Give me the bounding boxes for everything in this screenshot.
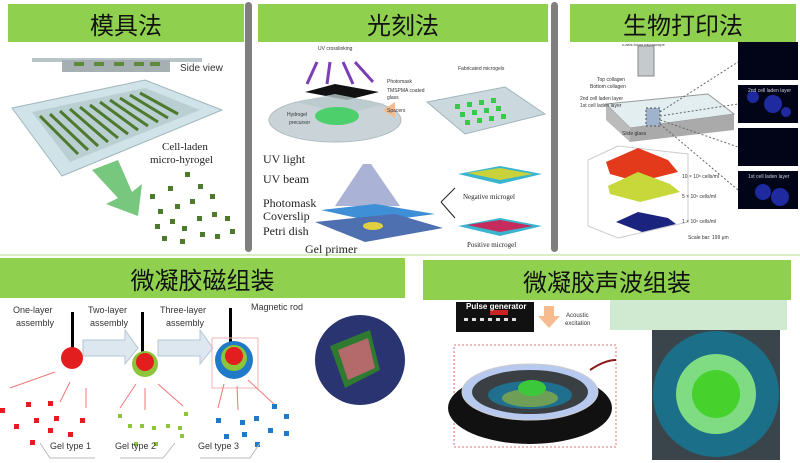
tmspma-label-1: TMSPMA coated (387, 88, 425, 94)
zaxis-label: z-axis focus microscope (622, 42, 665, 47)
two-layer-label-2: assembly (90, 318, 129, 328)
uv-crosslinking-label: UV crosslinking (318, 46, 353, 52)
layer1-label: 1st cell laden layer (580, 103, 622, 109)
photomask-small-label: Photomask (387, 79, 413, 85)
separator-1 (245, 2, 252, 252)
layer2-label: 2nd cell laden layer (580, 96, 624, 102)
top-collagen-label: Top collagen (597, 77, 626, 83)
caption-box (610, 300, 787, 330)
series-high-label: 10 × 10⁶ cells/ml (682, 174, 719, 180)
acoustic-label-2: excitation (565, 321, 591, 327)
mold-illustration (11, 58, 235, 244)
one-layer-label-1: One-layer (13, 305, 53, 315)
photo-title: 光刻法 (258, 4, 548, 42)
tmspma-label-2: glass (387, 95, 399, 101)
one-layer-label-2: assembly (16, 318, 55, 328)
side-view-label: Side view (180, 63, 223, 74)
photomask-label: Photomask (263, 196, 317, 210)
fabricated-microgels-label: Fabricated microgels (458, 66, 505, 72)
two-layer-label-1: Two-layer (88, 305, 128, 315)
magnetic-rod-label: Magnetic rod (251, 302, 304, 312)
separator-2 (551, 2, 558, 252)
gel-type-3-label: Gel type 3 (198, 441, 240, 451)
positive-microgel-label: Positive microgel (467, 241, 517, 249)
pulse-generator-label: Pulse generator (466, 302, 527, 311)
acoustic-label-1: Acoustic (566, 313, 589, 319)
bottom-collagen-label: Bottom collagen (590, 84, 626, 90)
bioprint-illustration (587, 42, 798, 239)
gel-type-1-label: Gel type 1 (50, 441, 92, 451)
acoustic-title: 微凝胶声波组装 (423, 260, 791, 300)
hydrogel-label-1: Hydrogel (287, 112, 308, 118)
cell-laden-label-2: micro-hyrogel (150, 154, 213, 166)
image-layer1-label: 1st cell laden layer (748, 174, 790, 180)
mold-title: 模具法 (8, 4, 244, 42)
acoustic-illustration (448, 302, 780, 460)
uv-beam-label: UV beam (263, 172, 310, 186)
magnetic-title: 微凝胶磁组装 (0, 258, 405, 298)
row-divider (0, 254, 800, 256)
gel-primer-label: Gel primer (305, 242, 358, 256)
hydrogel-label-2: precursor (289, 120, 311, 126)
petri-dish-label: Petri dish (263, 224, 309, 238)
gel-type-2-label: Gel type 2 (115, 441, 157, 451)
three-layer-label-1: Three-layer (160, 305, 207, 315)
image-layer2-label: 2nd cell laden layer (748, 88, 792, 94)
three-layer-label-2: assembly (166, 318, 205, 328)
series-mid-label: 5 × 10⁶ cells/ml (682, 194, 717, 200)
magnetic-illustration (0, 308, 405, 459)
bioprint-title: 生物打印法 (570, 4, 796, 42)
slide-glass-label: Slide glass (622, 131, 647, 137)
photo-illustration (268, 60, 547, 242)
cell-laden-label-1: Cell-laden (162, 141, 208, 153)
scale-bar-label: Scale bar: 199 μm (688, 235, 729, 241)
coverslip-label: Coverslip (263, 209, 310, 223)
negative-microgel-label: Negative microgel (463, 193, 515, 201)
uv-light-label: UV light (263, 152, 306, 166)
spacers-label: Spacers (387, 108, 406, 114)
series-low-label: 1 × 10⁶ cells/ml (682, 219, 717, 225)
